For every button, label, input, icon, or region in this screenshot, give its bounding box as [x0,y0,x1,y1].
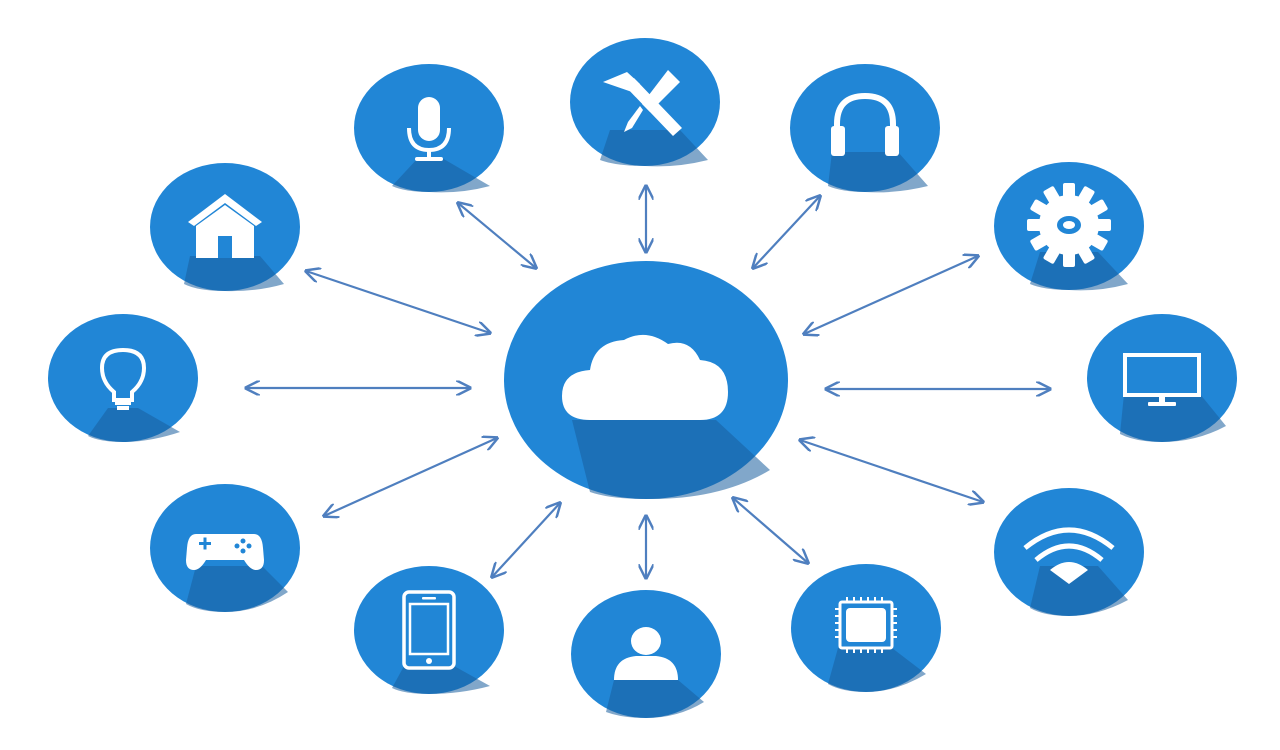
arrow-headphones [753,196,820,268]
node-shadow [88,408,180,442]
arrow-microphone [458,203,536,268]
node-wifi [994,488,1144,616]
node-settings [994,162,1144,291]
node-shadow [600,130,708,167]
gamepad-icon [186,534,264,570]
node-microphone [354,64,504,193]
node-chip [791,564,941,692]
node-monitor [1087,314,1237,442]
node-shadow [392,666,490,694]
microphone-icon [407,97,451,161]
chip-icon [835,597,897,653]
arrow-settings [804,256,978,334]
headphones-icon [831,92,899,156]
arrow-gamepad [324,438,497,516]
connectors [246,186,1050,578]
hub-shadow [572,420,770,500]
wifi-icon [1023,527,1115,584]
node-shadow [184,256,284,292]
node-tools [570,38,720,167]
arrow-wifi [800,440,983,502]
monitor-icon [1123,353,1201,406]
node-shadow [1120,394,1226,442]
arrow-home [306,271,490,333]
node-lightbulb [48,314,198,442]
cloud-icon [562,334,728,420]
user-icon [614,627,678,680]
node-headphones [790,64,940,193]
node-shadow [828,152,928,193]
node-shadow [606,680,704,718]
node-user [571,590,721,718]
node-smartphone [354,566,504,694]
house-icon [188,194,262,258]
arrow-smartphone [492,503,560,577]
node-home [150,163,300,292]
node-shadow [186,566,288,612]
gear-icon [1027,183,1111,267]
node-shadow [828,648,926,692]
node-circle [354,566,504,694]
node-shadow [1030,566,1128,616]
hub-node [504,261,788,500]
node-circle [48,314,198,442]
arrow-chip [733,498,808,563]
smartphone-icon [402,590,456,670]
lightbulb-icon [99,347,147,410]
node-gamepad [150,484,300,612]
hammer-screwdriver-icon [603,70,682,136]
node-shadow [392,158,490,193]
